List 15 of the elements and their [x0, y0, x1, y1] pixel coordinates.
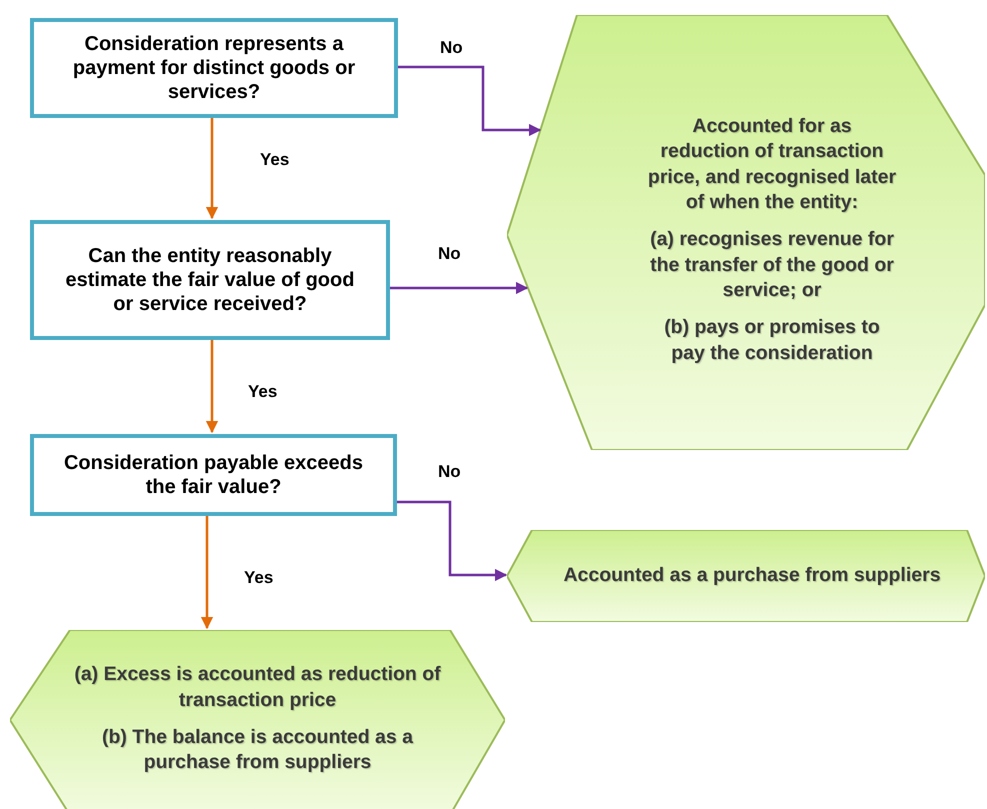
outcome-text: (a) recognises revenue for the transfer of the good or service; or: [649, 227, 895, 304]
decision-box: Consideration represents a payment for distinct goods or services?: [30, 18, 398, 118]
arrow: [200, 516, 214, 630]
arrow: [206, 340, 218, 434]
outcome-text: Accounted as a purchase from suppliers: [563, 563, 941, 588]
arrow: [206, 118, 218, 220]
decision-box: Consideration payable exceeds the fair value?: [30, 434, 397, 516]
outcome-text: Accounted for as reduction of transaction price, and recognised later of when the entity:: [647, 114, 897, 215]
arrow: [397, 500, 508, 582]
arrow: [390, 282, 528, 294]
outcome-text: (b) pays or promises to pay the consideration: [663, 315, 881, 366]
arrow: [398, 66, 542, 136]
outcome-text: (b) The balance is accounted as a purchase from suppliers: [100, 725, 414, 776]
outcome-text: (a) Excess is accounted as reduction of transaction price: [73, 662, 442, 713]
decision-box: Can the entity reasonably estimate the fair value of good or service received?: [30, 220, 390, 340]
